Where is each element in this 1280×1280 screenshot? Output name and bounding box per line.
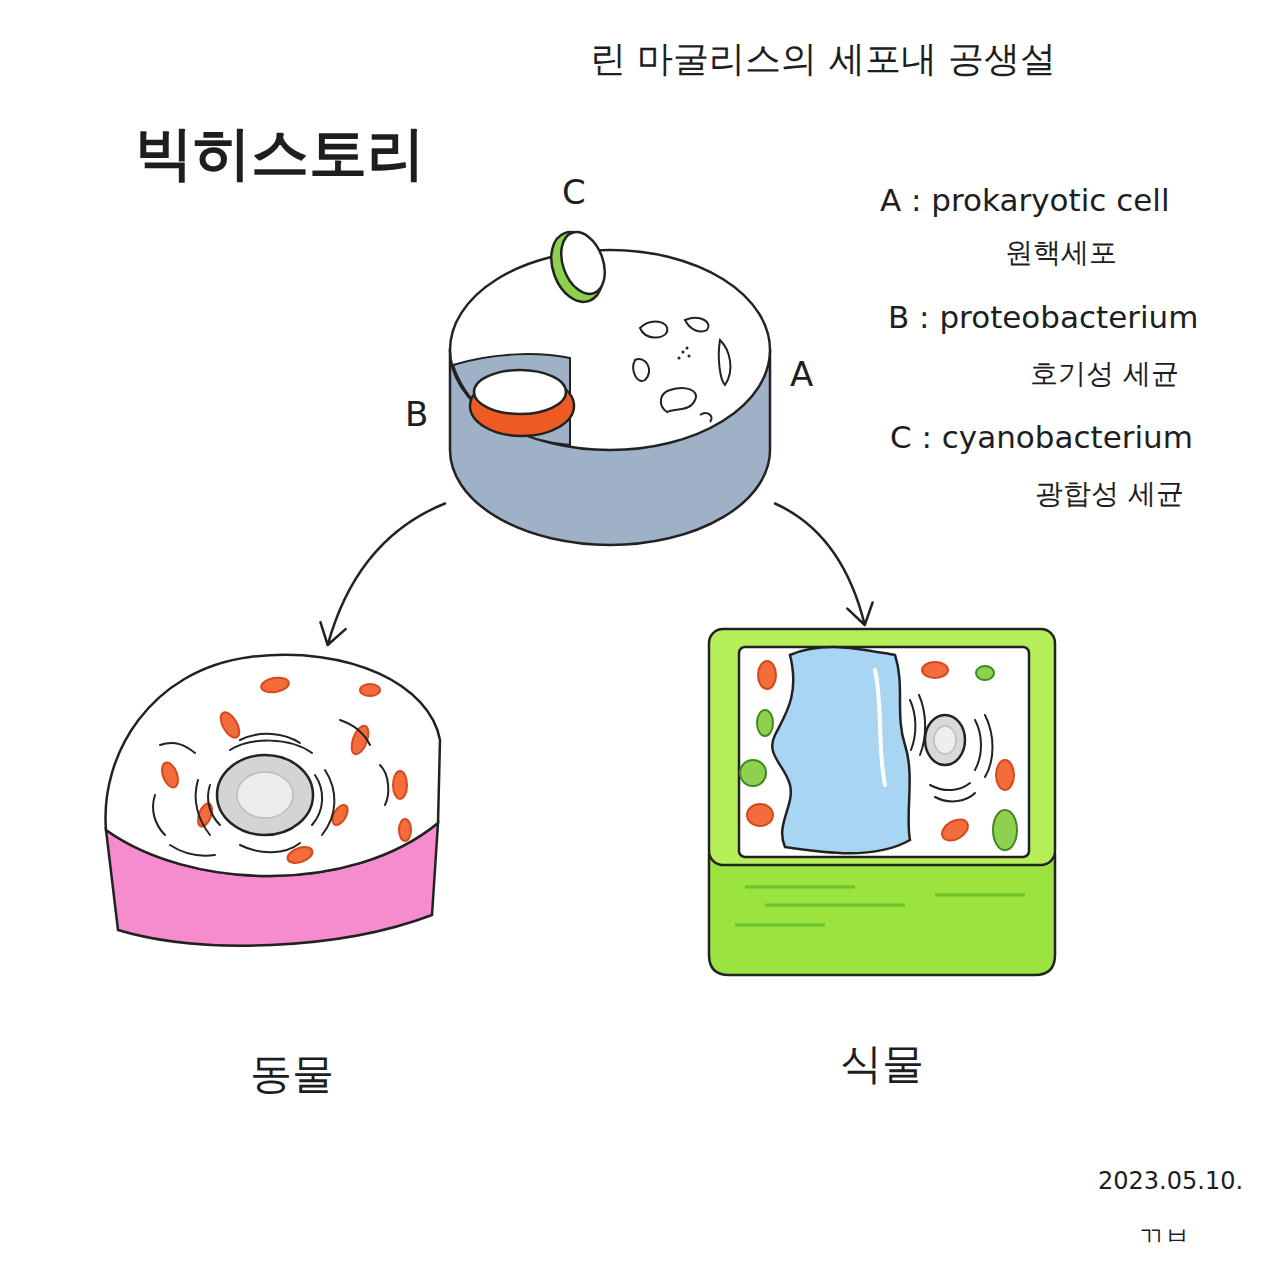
node-label: C bbox=[562, 173, 586, 212]
node-label: 동물 bbox=[250, 1050, 334, 1098]
plant-cell: 식물 bbox=[705, 625, 1060, 980]
animal-cell-outline bbox=[100, 645, 445, 955]
node-label: 식물 bbox=[840, 1040, 924, 1088]
proteobacterium-shape: B bbox=[470, 360, 575, 440]
diagram-title: 린 마굴리스의 세포내 공생설 bbox=[590, 38, 1056, 79]
cyanobacterium-shape: C bbox=[545, 225, 615, 305]
date-note: 2023.05.10. bbox=[1098, 1168, 1243, 1196]
key-translation: 호기성 세균 bbox=[1030, 358, 1179, 390]
signature: ㄲㅂ bbox=[1138, 1222, 1190, 1252]
evolution-arrow bbox=[320, 504, 445, 646]
key-entry: B : proteobacterium bbox=[888, 300, 1198, 336]
node-label: A bbox=[790, 355, 813, 394]
evolution-arrow bbox=[775, 504, 873, 626]
key-entry: A : prokaryotic cell bbox=[880, 183, 1170, 219]
proteobacterium-shape-outline bbox=[470, 360, 575, 440]
key-entry: C : cyanobacterium bbox=[890, 420, 1193, 456]
plant-cell-outline bbox=[705, 625, 1060, 980]
key-translation: 원핵세포 bbox=[1005, 237, 1117, 269]
animal-cell: 동물 bbox=[100, 645, 445, 955]
host-cell: ABC bbox=[445, 240, 775, 550]
node-label: B bbox=[405, 395, 428, 434]
key-translation: 광합성 세균 bbox=[1035, 478, 1184, 510]
cyanobacterium-shape-outline bbox=[545, 225, 615, 305]
heading-text: 빅히스토리 bbox=[135, 120, 425, 187]
